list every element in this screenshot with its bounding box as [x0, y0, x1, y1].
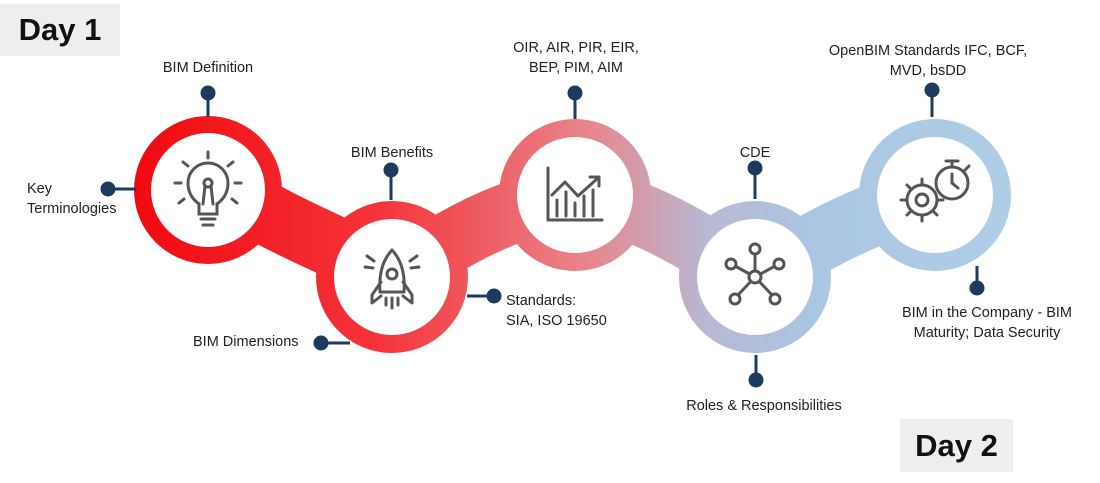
- day-1-badge: Day 1: [0, 4, 120, 56]
- label-cde: CDE: [739, 145, 771, 161]
- pins: [100, 82, 985, 388]
- day-2-badge: Day 2: [900, 419, 1013, 472]
- rocket-icon: [363, 248, 421, 310]
- gear-stopwatch-icon: [899, 159, 971, 223]
- pin-bim-definition: [200, 85, 216, 101]
- growth-chart-icon: [546, 166, 604, 222]
- pin-key-terminologies: [100, 181, 116, 197]
- label-standards: Standards: SIA, ISO 19650: [506, 293, 607, 329]
- pin-openbim: [924, 82, 940, 98]
- label-openbim: OpenBIM Standards IFC, BCF, MVD, bsDD: [828, 43, 1028, 79]
- label-bim-company: BIM in the Company - BIM Maturity; Data …: [901, 305, 1073, 341]
- label-information-requirements: OIR, AIR, PIR, EIR, BEP, PIM, AIM: [513, 40, 639, 76]
- label-bim-definition: BIM Definition: [162, 60, 254, 76]
- pin-information-requirements: [567, 85, 583, 101]
- pin-roles: [748, 372, 764, 388]
- pin-bim-dimensions: [313, 335, 329, 351]
- pin-standards: [486, 288, 502, 304]
- pin-cde: [747, 160, 763, 176]
- lightbulb-icon: [173, 150, 243, 227]
- pin-bim-company: [969, 280, 985, 296]
- label-bim-benefits: BIM Benefits: [350, 145, 434, 161]
- label-roles: Roles & Responsibilities: [686, 398, 842, 414]
- network-icon: [724, 242, 786, 306]
- label-bim-dimensions: BIM Dimensions: [193, 334, 299, 350]
- label-key-terminologies: Key Terminologies: [27, 181, 117, 217]
- pin-bim-benefits: [383, 162, 399, 178]
